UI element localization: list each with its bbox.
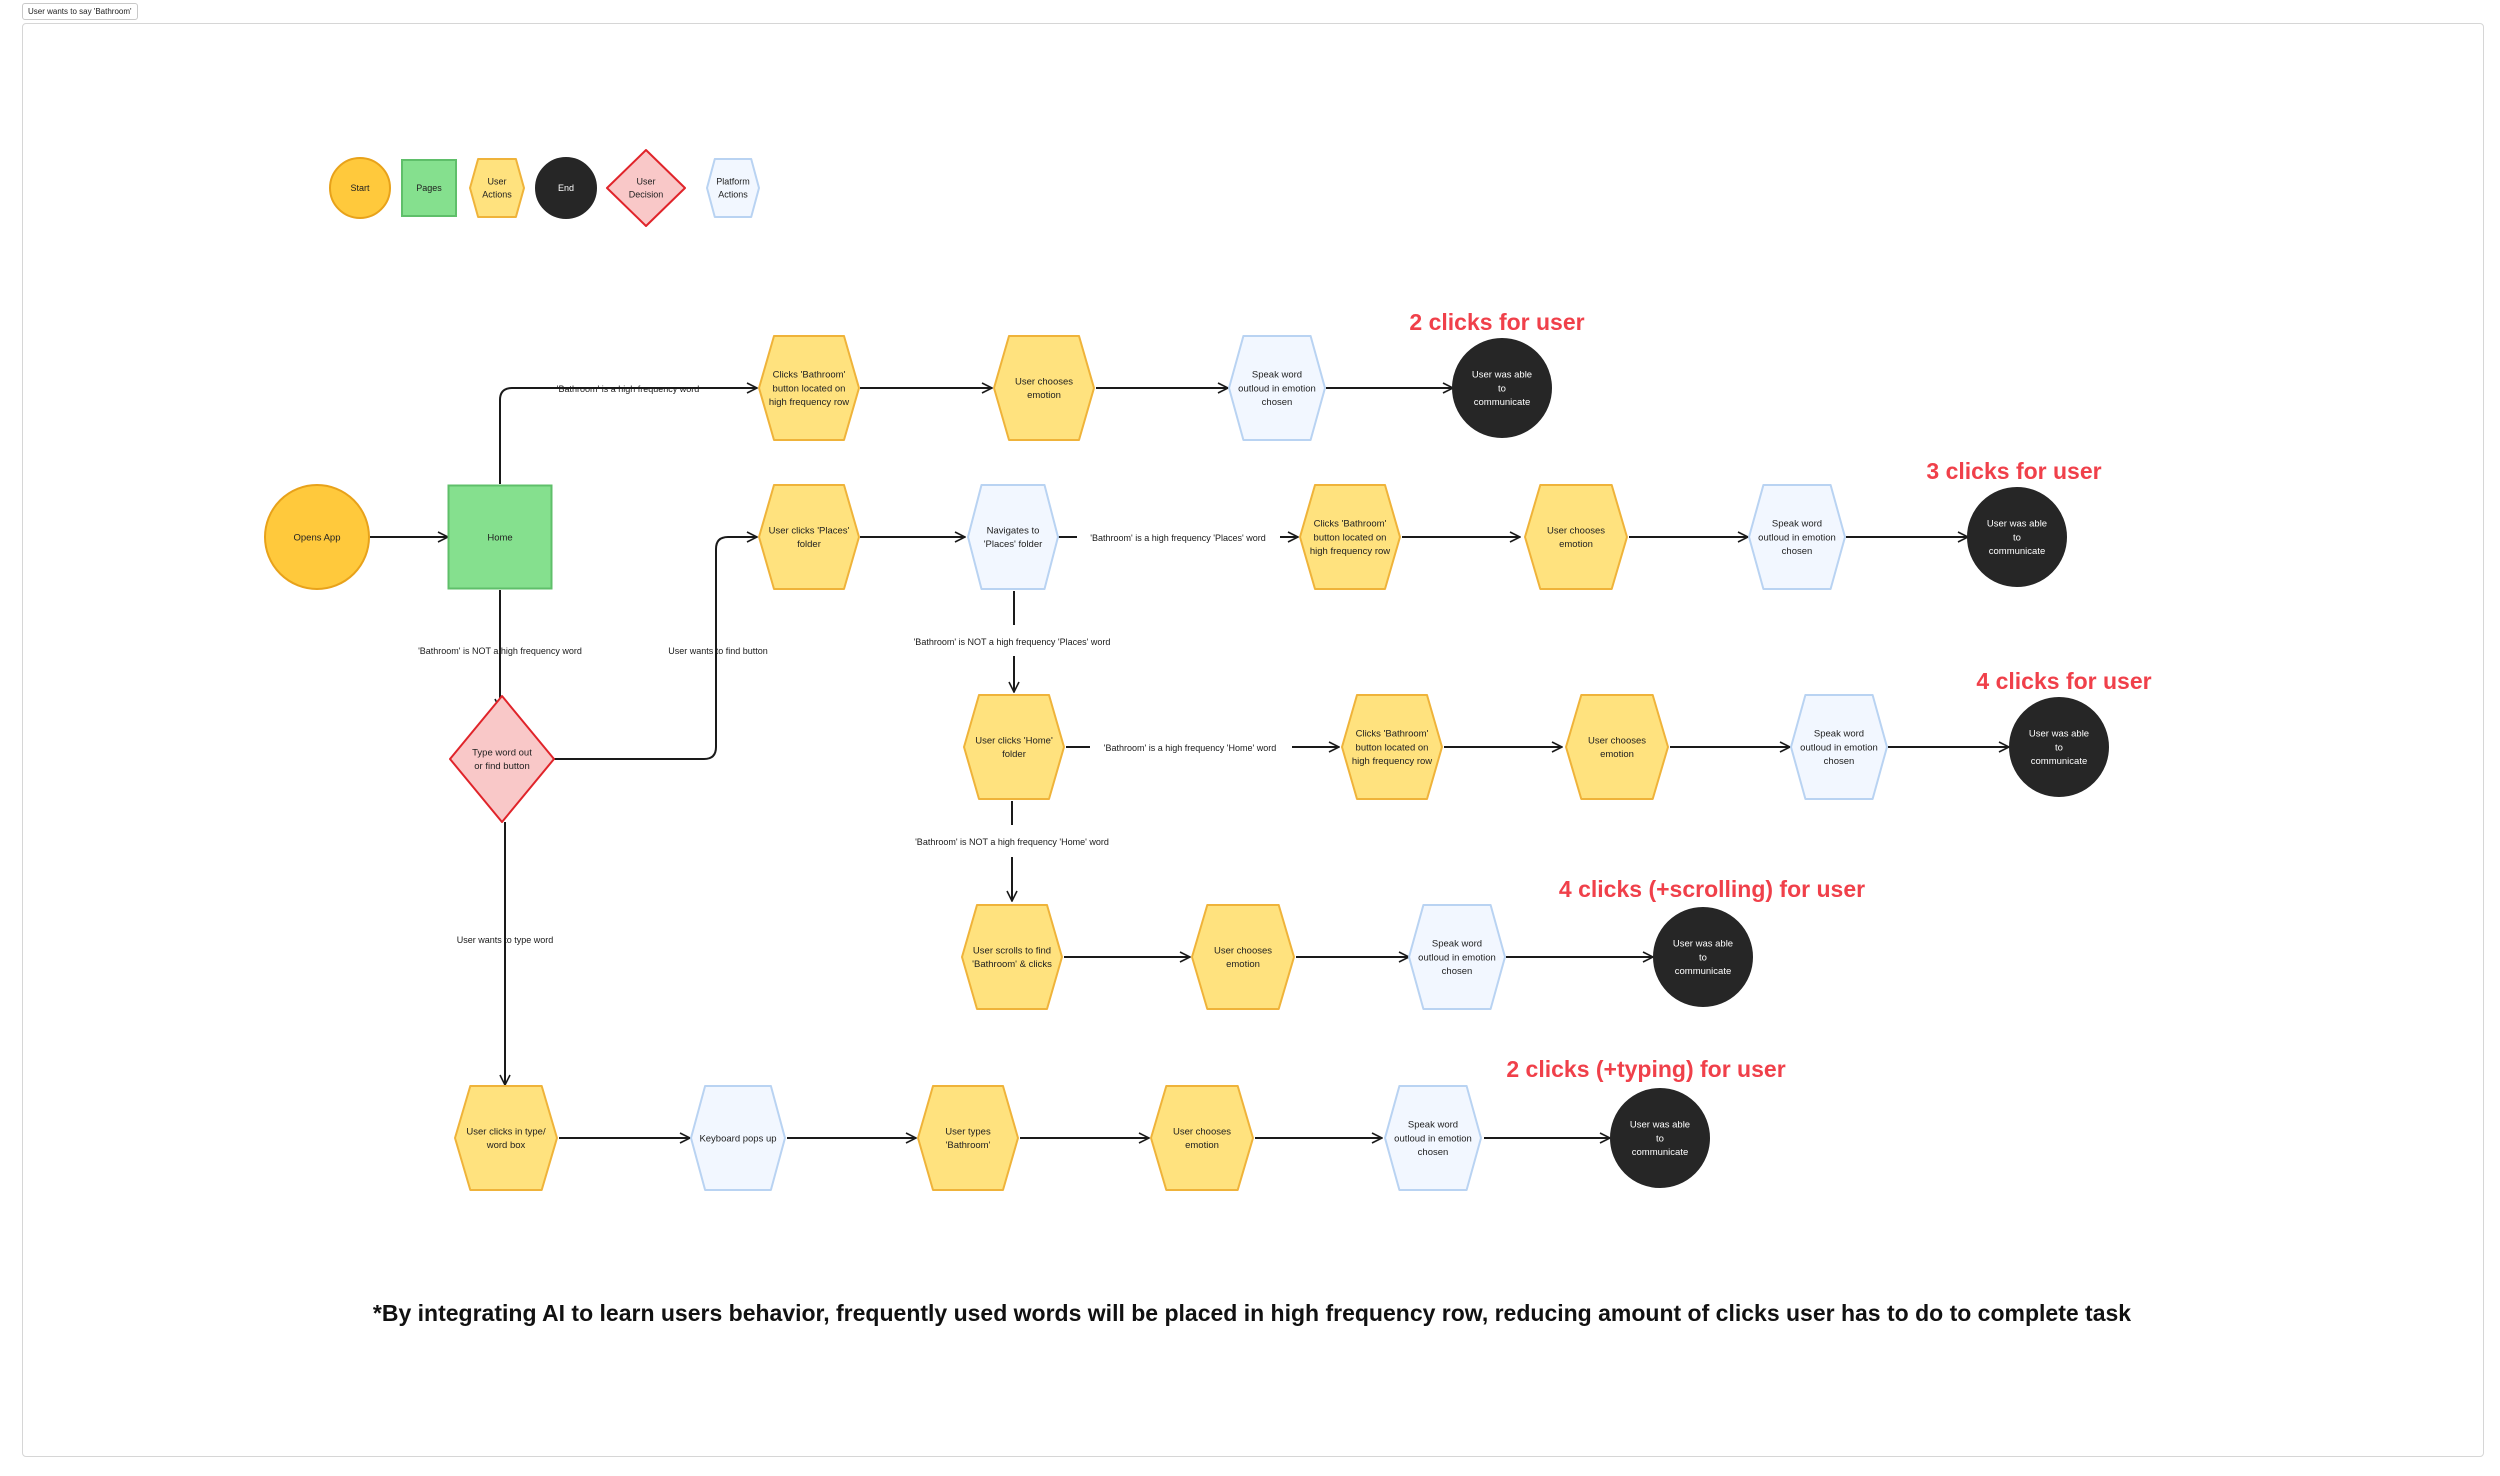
- legend-end: End: [535, 157, 597, 219]
- edge-decision-to-r2-places: [554, 537, 757, 760]
- edge-label-places-not-high-frequency: 'Bathroom' is NOT a high frequency 'Plac…: [914, 637, 1111, 647]
- node-r5-click: User clicks in type/word box: [454, 1085, 558, 1191]
- node-r2-places: User clicks 'Places'folder: [758, 484, 860, 590]
- legend-start-label: Start: [350, 183, 370, 193]
- legend-pages: Pages: [401, 159, 457, 217]
- edge-label-high-frequency: 'Bathroom' is a high frequency word: [557, 384, 700, 394]
- node-r4-scroll: User scrolls to find'Bathroom' & clicks: [961, 904, 1063, 1010]
- node-r5-click-label: User clicks in type/word box: [466, 1126, 546, 1151]
- node-r2-nav: Navigates to'Places' folder: [967, 484, 1059, 590]
- clicks-label-row-1: 2 clicks for user: [1409, 309, 1584, 335]
- edge-home-to-r1-click: [499, 388, 757, 484]
- edge-label-type-word: User wants to type word: [457, 935, 554, 945]
- node-r5-keyboard: Keyboard pops up: [690, 1085, 786, 1191]
- edge-label-find-button: User wants to find button: [668, 646, 768, 656]
- edge-label-home-not-high-frequency: 'Bathroom' is NOT a high frequency 'Home…: [915, 837, 1109, 847]
- edge-label-not-high-frequency: 'Bathroom' is NOT a high frequency word: [418, 646, 582, 656]
- node-r4-scroll-label: User scrolls to find'Bathroom' & clicks: [972, 945, 1052, 970]
- legend-end-label: End: [558, 183, 574, 193]
- clicks-label-row-5: 2 clicks (+typing) for user: [1506, 1056, 1785, 1082]
- edge-label-places-high-frequency: 'Bathroom' is a high frequency 'Places' …: [1090, 533, 1265, 543]
- node-opens-app-label: Opens App: [293, 532, 340, 543]
- node-opens-app: Opens App: [264, 484, 370, 590]
- clicks-label-row-2: 3 clicks for user: [1926, 458, 2101, 484]
- node-r5-keyboard-label: Keyboard pops up: [699, 1133, 776, 1144]
- node-r2-nav-label: Navigates to'Places' folder: [984, 525, 1043, 550]
- clicks-label-row-4: 4 clicks (+scrolling) for user: [1559, 876, 1865, 902]
- frame-label: User wants to say 'Bathroom': [22, 3, 138, 20]
- node-r3-home-label: User clicks 'Home'folder: [975, 735, 1053, 760]
- node-home: Home: [447, 484, 553, 590]
- edge-label-home-high-frequency: 'Bathroom' is a high frequency 'Home' wo…: [1104, 743, 1276, 753]
- node-r5-types-label: User types'Bathroom': [945, 1126, 991, 1151]
- legend-pages-label: Pages: [416, 183, 442, 193]
- node-r5-types: User types'Bathroom': [917, 1085, 1019, 1191]
- legend-start: Start: [329, 157, 391, 219]
- node-home-label: Home: [487, 532, 512, 543]
- node-r3-home: User clicks 'Home'folder: [963, 694, 1065, 800]
- node-r2-places-label: User clicks 'Places'folder: [769, 525, 850, 550]
- footnote: *By integrating AI to learn users behavi…: [373, 1300, 2131, 1326]
- clicks-label-row-3: 4 clicks for user: [1976, 668, 2151, 694]
